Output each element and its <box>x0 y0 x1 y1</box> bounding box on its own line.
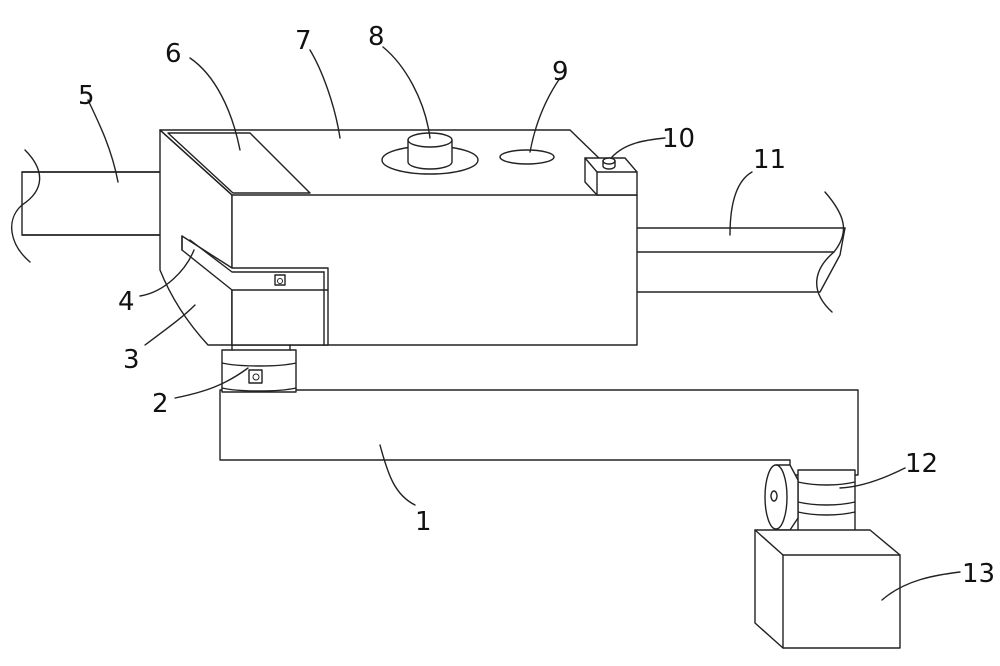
label-2: 2 <box>152 389 169 419</box>
l-shaped-arm <box>219 389 859 476</box>
label-1: 1 <box>415 507 432 537</box>
leader-lines <box>87 46 961 601</box>
label-13: 13 <box>962 559 995 589</box>
label-12: 12 <box>905 449 938 479</box>
top-panel <box>167 132 311 194</box>
label-7: 7 <box>295 26 312 56</box>
button <box>499 149 555 165</box>
label-10: 10 <box>662 124 695 154</box>
connecting-block <box>181 235 329 346</box>
label-3: 3 <box>123 345 140 375</box>
base-block <box>754 529 901 649</box>
wheel-joint <box>764 464 856 546</box>
label-4: 4 <box>118 287 135 317</box>
knob <box>381 132 479 175</box>
label-8: 8 <box>368 22 385 52</box>
right-beam <box>619 191 846 313</box>
label-9: 9 <box>552 57 569 87</box>
switch-block <box>584 157 638 196</box>
label-11: 11 <box>753 145 786 175</box>
lower-rotary-joint <box>221 344 297 393</box>
label-5: 5 <box>78 81 95 111</box>
label-6: 6 <box>165 39 182 69</box>
